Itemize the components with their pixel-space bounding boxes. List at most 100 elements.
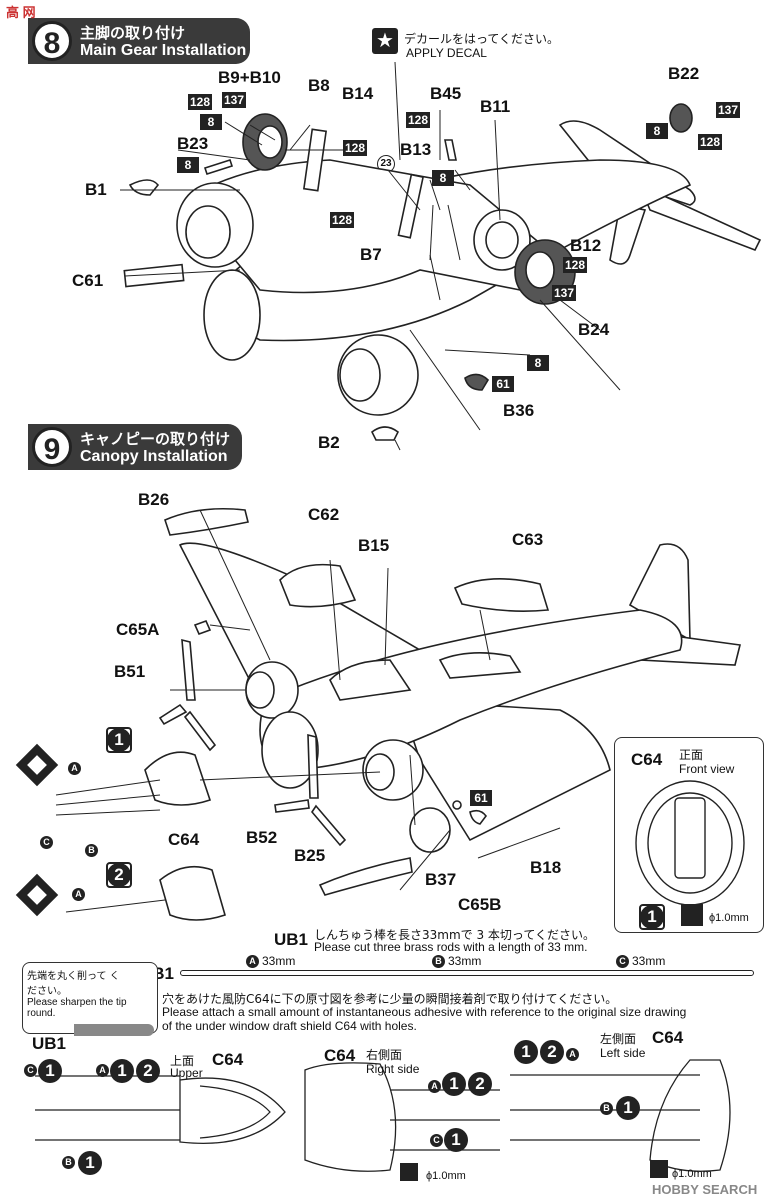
part-b15: B15 (358, 536, 390, 555)
upper-mark-1: 1 (38, 1059, 62, 1083)
right-mark-1: 1 (442, 1072, 466, 1096)
color-128: 128 (406, 112, 431, 128)
ub1-tip-code: UB1 (32, 1034, 67, 1053)
rod-mark-c: C (616, 955, 629, 968)
drill-marker-icon (681, 904, 703, 926)
step9-title-en: Canopy Installation (80, 448, 228, 465)
part-b8: B8 (308, 76, 330, 95)
attach-en-2: of the under window draft shield C64 wit… (162, 1019, 417, 1033)
ub1-cut-jp: しんちゅう棒を長さ33mmで 3 本切ってください。 (314, 928, 595, 942)
color-8: 8 (177, 157, 199, 173)
color-8: 8 (527, 355, 549, 371)
part-c61: C61 (72, 271, 104, 290)
attach-en-1: Please attach a small amount of instanta… (162, 1005, 687, 1019)
left-jp: 左側面 (600, 1032, 637, 1046)
part-b11: B11 (480, 97, 511, 116)
color-128: 128 (563, 257, 588, 273)
part-b18: B18 (530, 858, 562, 877)
brass-rod (180, 970, 754, 976)
front-view-mark-1: 1 (639, 904, 665, 930)
part-c63: C63 (512, 530, 544, 549)
left-mark-1: 1 (616, 1096, 640, 1120)
rod-a-length: 33mm (262, 954, 296, 968)
decal-instruction-jp: デカールをはってください。 (404, 32, 560, 46)
upper-jp: 上面 (170, 1054, 195, 1068)
upper-en: Upper (170, 1066, 203, 1080)
left-mark-1: 1 (514, 1040, 538, 1064)
step-mark-1: 1 (106, 727, 132, 753)
part-b45: B45 (430, 84, 462, 103)
rod-c-length: 33mm (632, 954, 666, 968)
part-b52: B52 (246, 828, 278, 847)
front-view-label: C64 (631, 750, 663, 769)
right-mark-2: 2 (468, 1072, 492, 1096)
rod-mark-a: A (246, 955, 259, 968)
color-128: 128 (188, 94, 213, 110)
right-diameter: ϕ1.0mm (426, 1170, 466, 1182)
upper-mark-2: 2 (136, 1059, 160, 1083)
part-b9b10: B9+B10 (218, 68, 281, 87)
left-mark-2: 2 (540, 1040, 564, 1064)
step8-title-jp: 主脚の取り付け (80, 24, 186, 42)
part-b24: B24 (578, 320, 610, 339)
color-128: 128 (330, 212, 355, 228)
mark-a: A (68, 762, 81, 775)
part-c62: C62 (308, 505, 340, 524)
color-137: 137 (222, 92, 247, 108)
color-61: 61 (470, 790, 492, 806)
drill-marker-icon (650, 1160, 668, 1178)
part-c65b: C65B (458, 895, 502, 914)
front-view-diameter: ϕ1.0mm (709, 912, 749, 924)
color-8: 8 (200, 114, 222, 130)
front-view-jp: 正面 (679, 748, 704, 762)
part-c64: C64 (168, 830, 200, 849)
star-decal-icon: ★ (372, 28, 398, 54)
sharpen-en: Please sharpen the tip round. (27, 997, 127, 1019)
part-b36: B36 (503, 401, 535, 420)
upper-mark-1: 1 (110, 1059, 134, 1083)
step8-title-en: Main Gear Installation (80, 42, 247, 59)
part-b51: B51 (114, 662, 146, 681)
step9-header: 9 キャノピーの取り付け Canopy Installation (28, 424, 242, 470)
right-mark-c: C (430, 1134, 443, 1147)
left-mark-b: B (600, 1102, 613, 1115)
part-b37: B37 (425, 870, 457, 889)
rod-b-length: 33mm (448, 954, 482, 968)
step8-header: 8 主脚の取り付け Main Gear Installation (28, 18, 250, 64)
part-b26: B26 (138, 490, 170, 509)
part-b1: B1 (85, 180, 107, 199)
mark-a: A (72, 888, 85, 901)
front-view-panel: C64 正面 Front view 1 ϕ1.0mm (614, 737, 764, 933)
front-view-en: Front view (679, 762, 735, 776)
upper-c64: C64 (212, 1050, 244, 1069)
ub1-code: UB1 (274, 930, 309, 949)
part-b2: B2 (318, 433, 340, 452)
sharpen-jp: 先端を丸く削って ください。 (27, 971, 120, 997)
part-b22: B22 (668, 64, 700, 83)
step-mark-2: 2 (106, 862, 132, 888)
part-c65a: C65A (116, 620, 160, 639)
decal-instruction-en: APPLY DECAL (406, 46, 487, 60)
step8-number: 8 (32, 21, 72, 61)
left-en: Left side (600, 1046, 646, 1060)
part-b14: B14 (342, 84, 374, 103)
sharpened-rod-tip (74, 1024, 154, 1036)
upper-mark-a: A (96, 1064, 109, 1077)
left-c64: C64 (652, 1028, 684, 1047)
front-view-drawing (635, 780, 745, 906)
step9-title-jp: キャノピーの取り付け (80, 430, 231, 448)
upper-mark-b: B (62, 1156, 75, 1169)
step8-aircraft-drawing (120, 61, 762, 451)
color-8: 8 (646, 123, 668, 139)
mark-c: C (40, 836, 53, 849)
right-mark-a: A (428, 1080, 441, 1093)
part-b13: B13 (400, 140, 432, 159)
color-128: 128 (698, 134, 723, 150)
right-en: Right side (366, 1062, 420, 1076)
upper-mark-c: C (24, 1064, 37, 1077)
attach-jp: 穴をあけた風防C64に下の原寸図を参考に少量の瞬間接着剤で取り付けてください。 (162, 992, 618, 1006)
color-137: 137 (552, 285, 577, 301)
right-c64: C64 (324, 1046, 356, 1065)
step9-number: 9 (32, 427, 72, 467)
